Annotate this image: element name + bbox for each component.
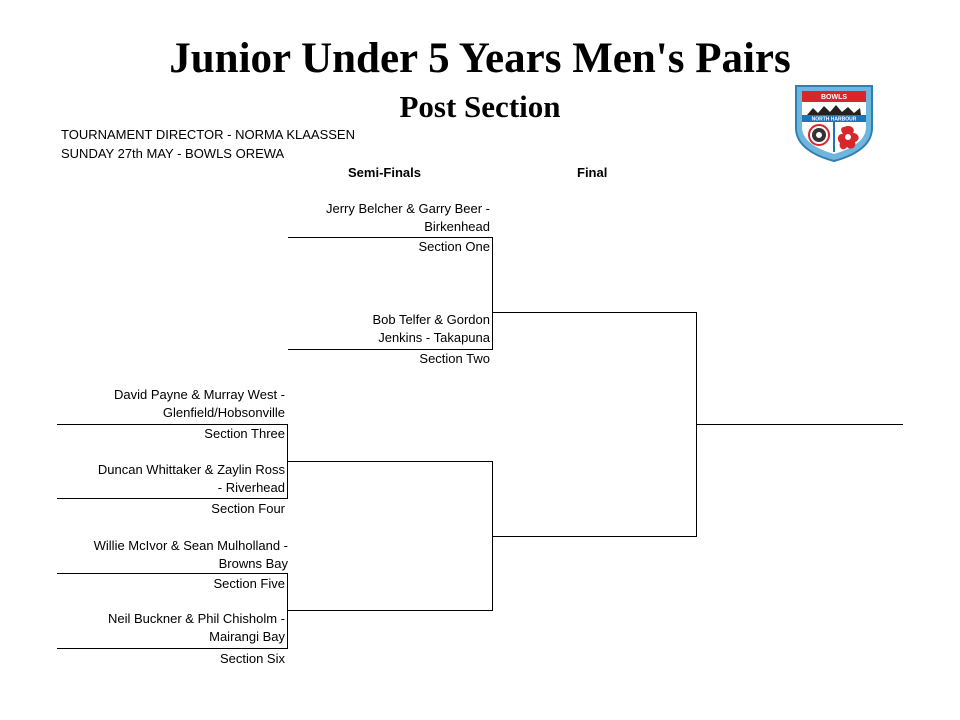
section-label: Section Six [219, 651, 285, 666]
section-label: Section One [418, 239, 490, 254]
bracket-connector [492, 461, 493, 611]
team-entry: Willie McIvor & Sean Mulholland - Browns… [20, 537, 288, 573]
final-winner-line [697, 424, 903, 425]
team-entry: David Payne & Murray West - Glenfield/Ho… [20, 386, 285, 422]
bracket-line [288, 610, 493, 611]
svg-text:NORTH HARBOUR: NORTH HARBOUR [812, 117, 857, 123]
bracket-line [288, 461, 493, 462]
team-club: Browns Bay [218, 556, 288, 571]
bracket-line [493, 536, 697, 537]
bracket-line [57, 498, 288, 499]
bracket-connector [287, 573, 288, 649]
bracket-connector [492, 237, 493, 350]
team-name: Neil Buckner & Phil Chisholm - [107, 611, 285, 626]
team-entry: Jerry Belcher & Garry Beer - Birkenhead [250, 200, 490, 236]
bracket-line [57, 573, 288, 574]
section-label: Section Five [213, 576, 285, 591]
team-entry: Bob Telfer & Gordon Jenkins - Takapuna [250, 311, 490, 347]
team-name: David Payne & Murray West - [114, 387, 285, 402]
team-club: Mairangi Bay [209, 629, 285, 644]
team-name: Willie McIvor & Sean Mulholland - [93, 538, 288, 553]
team-entry: Duncan Whittaker & Zaylin Ross - Riverhe… [20, 461, 285, 497]
team-club: Birkenhead [424, 219, 490, 234]
bracket-line [493, 312, 697, 313]
bracket-connector [287, 424, 288, 499]
date-venue: SUNDAY 27th MAY - BOWLS OREWA [61, 146, 285, 161]
bracket-line [57, 424, 288, 425]
team-club: Glenfield/Hobsonville [162, 405, 285, 420]
bracket-line [288, 237, 493, 238]
section-label: Section Four [211, 501, 285, 516]
team-club: Jenkins - Takapuna [378, 330, 490, 345]
final-heading: Final [577, 165, 608, 180]
team-name: Duncan Whittaker & Zaylin Ross [97, 462, 285, 477]
tournament-director: TOURNAMENT DIRECTOR - NORMA KLAASSEN [61, 127, 355, 142]
team-entry: Neil Buckner & Phil Chisholm - Mairangi … [20, 610, 285, 646]
team-club: - Riverhead [217, 480, 285, 495]
bowls-north-harbour-logo: BOWLS NORTH HARBOUR [795, 85, 873, 162]
team-name: Jerry Belcher & Garry Beer - [326, 201, 490, 216]
semi-finals-heading: Semi-Finals [348, 165, 421, 180]
bracket-line [288, 349, 493, 350]
page-subtitle: Post Section [399, 89, 561, 124]
team-name: Bob Telfer & Gordon [372, 312, 490, 327]
page-title: Junior Under 5 Years Men's Pairs [169, 35, 791, 82]
section-label: Section Three [204, 426, 285, 441]
svg-text:BOWLS: BOWLS [821, 94, 847, 101]
bracket-connector [696, 312, 697, 537]
section-label: Section Two [419, 351, 490, 366]
bracket-line [57, 648, 288, 649]
